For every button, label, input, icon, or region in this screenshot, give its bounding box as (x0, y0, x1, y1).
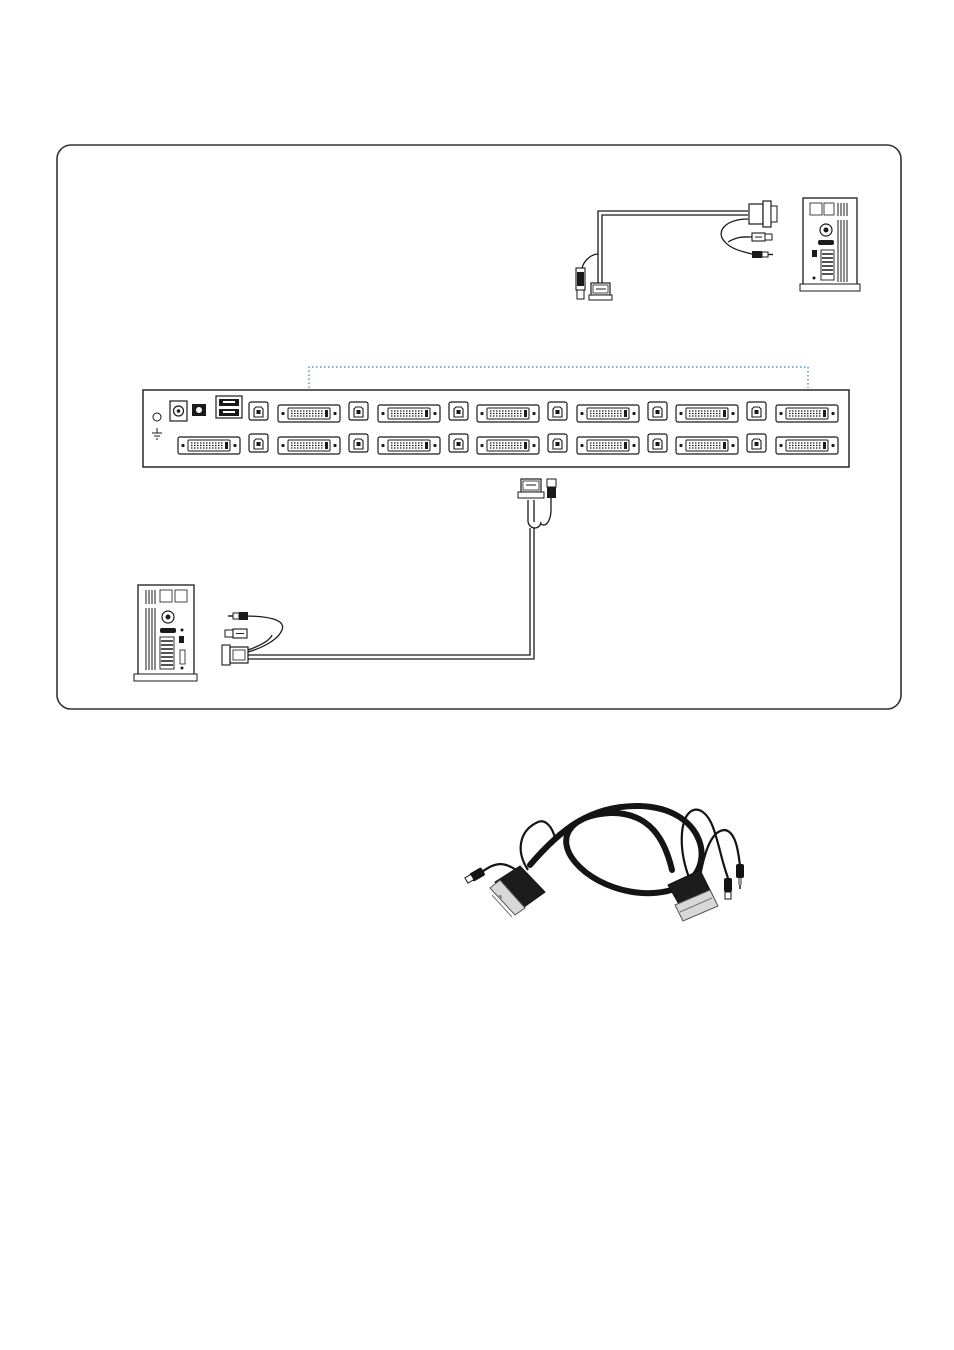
dvi-port (776, 437, 838, 454)
usb-port (747, 402, 766, 420)
usb-port (249, 402, 268, 420)
usb-plug-photo-left (465, 867, 486, 883)
kvm-cable-photo (465, 806, 744, 921)
power-jack (170, 401, 187, 421)
dvi-plug-photo-right (668, 870, 718, 921)
dvi-plug-bottom-left (222, 645, 248, 665)
usb-plug-bottom-left (225, 629, 247, 638)
computer-top-right (800, 198, 860, 291)
usb-port (349, 402, 368, 420)
dvi-port (776, 405, 838, 422)
usb-plug-photo-right (724, 878, 732, 899)
firmware-port (192, 404, 206, 416)
usb-port (648, 402, 667, 420)
dvi-port (378, 437, 440, 454)
dvi-port (577, 437, 639, 454)
dvi-plug-switch (518, 479, 544, 498)
dvi-port (278, 437, 340, 454)
usb-port (449, 402, 468, 420)
usb-port (449, 434, 468, 452)
computer-bottom-left (134, 585, 197, 681)
usb-port (747, 434, 766, 452)
dvi-port (477, 437, 539, 454)
dvi-port (378, 405, 440, 422)
dvi-port (676, 405, 738, 422)
usb-port (349, 434, 368, 452)
usb-port (249, 434, 268, 452)
usb-console-ports (216, 396, 242, 418)
dvi-plug-photo-left (490, 866, 545, 917)
dvi-port (278, 405, 340, 422)
usb-plug-top-right (752, 233, 772, 241)
usb-port (548, 402, 567, 420)
usb-plug-switch (547, 479, 556, 498)
power-led-icon (153, 413, 161, 421)
dvi-port (577, 405, 639, 422)
usb-port (548, 434, 567, 452)
audio-plug-photo-right (736, 864, 744, 889)
dvi-plug-top-left (589, 283, 612, 300)
dvi-port (676, 437, 738, 454)
usb-plug-top-left (576, 268, 585, 299)
kvm-switch-rear-panel (143, 390, 849, 467)
usb-port (648, 434, 667, 452)
dvi-port (477, 405, 539, 422)
dvi-console-port (178, 437, 240, 454)
